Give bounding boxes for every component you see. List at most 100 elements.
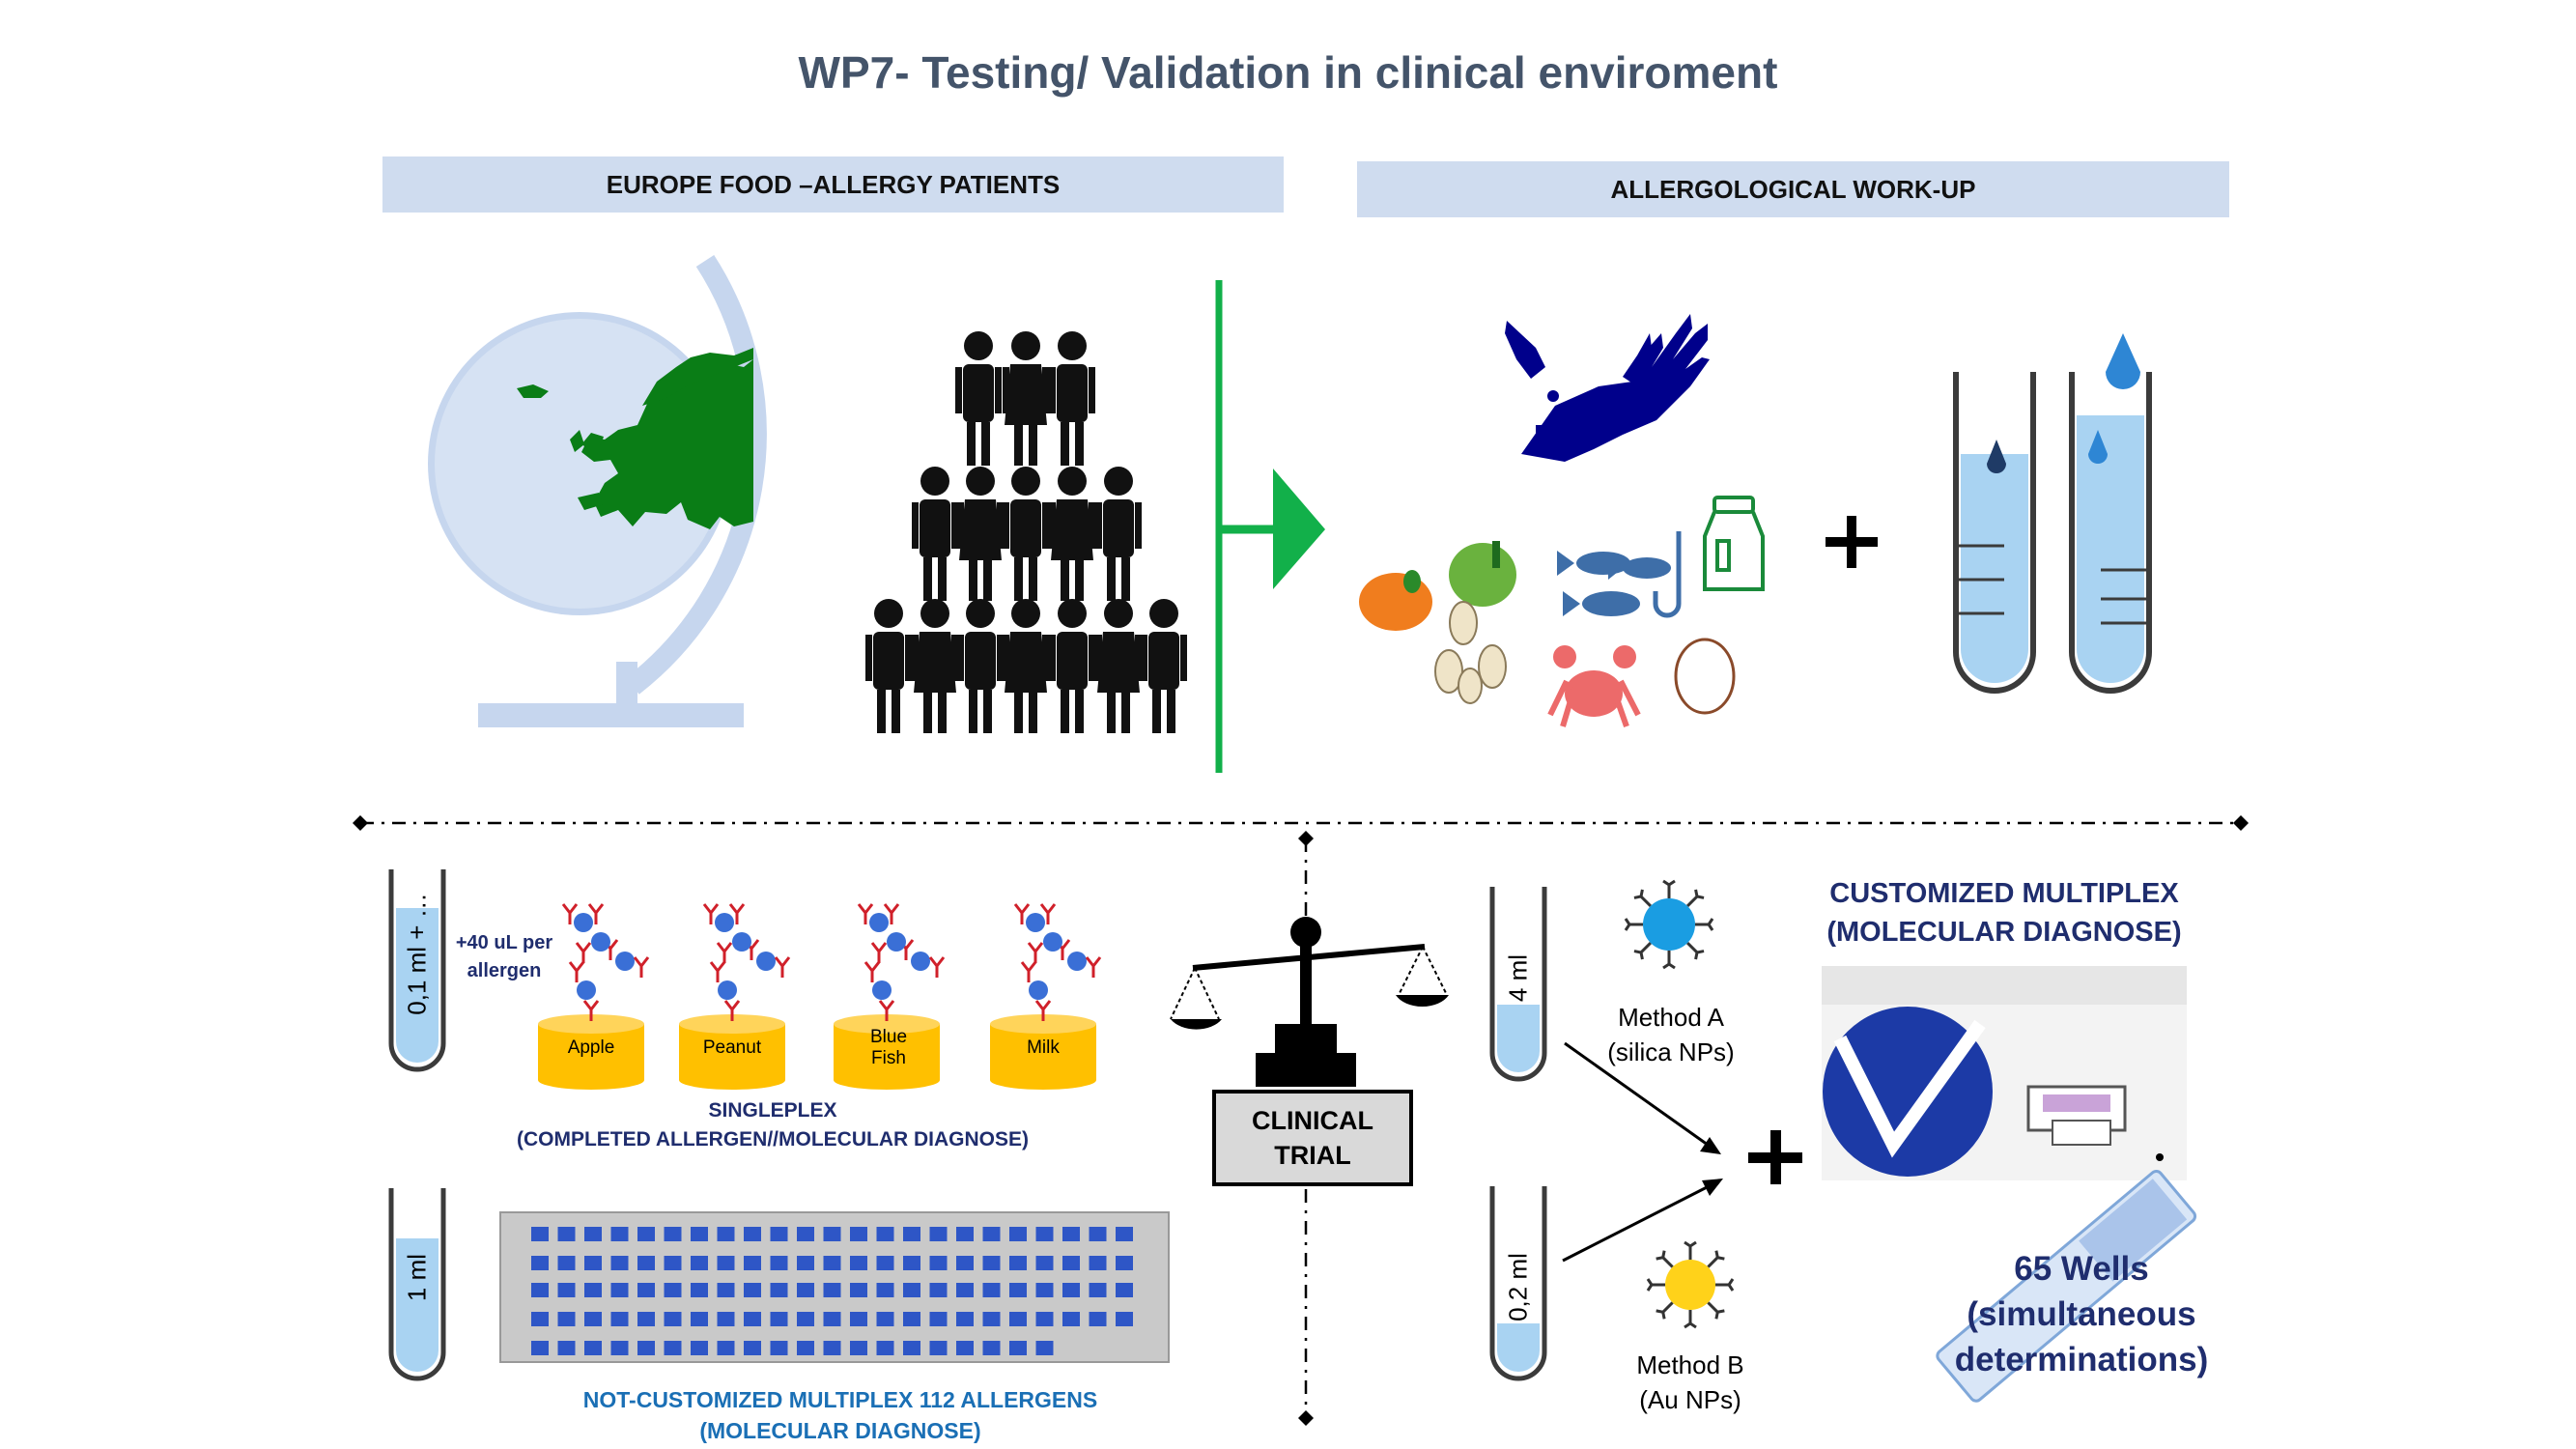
antibody-icon <box>928 956 946 978</box>
person-icon <box>1095 599 1142 733</box>
allergen-molecule-icon <box>872 980 892 1000</box>
array-well <box>610 1341 629 1355</box>
array-well <box>637 1283 655 1297</box>
silica-nanoparticle-icon <box>1624 879 1714 970</box>
antibody-icon <box>561 903 579 924</box>
allergen-disk <box>679 1014 785 1090</box>
antibody-icon <box>1039 903 1057 924</box>
array-well <box>557 1312 576 1326</box>
array-well <box>584 1256 602 1270</box>
array-well <box>797 1227 814 1241</box>
multiplex-array-wells <box>531 1227 1133 1355</box>
array-well <box>1089 1227 1107 1241</box>
fish-icon <box>1557 551 1671 616</box>
array-well <box>929 1227 948 1241</box>
array-well <box>531 1283 549 1297</box>
array-well <box>637 1312 655 1326</box>
array-well <box>610 1312 629 1326</box>
array-well <box>584 1227 602 1241</box>
array-well <box>744 1256 761 1270</box>
allergen-molecule-icon <box>732 932 751 952</box>
customized-multiplex-title: CUSTOMIZED MULTIPLEX (MOLECULAR DIAGNOSE… <box>1806 874 2202 952</box>
array-well <box>797 1312 814 1326</box>
method-b-line1: Method B <box>1636 1350 1744 1379</box>
method-b-label: Method B (Au NPs) <box>1594 1348 1787 1417</box>
array-well <box>744 1341 761 1355</box>
array-well <box>1009 1341 1027 1355</box>
array-well <box>717 1283 735 1297</box>
allergen-molecule-icon <box>577 980 596 1000</box>
array-well <box>1089 1256 1107 1270</box>
skin-prick-hand-icon <box>1505 314 1710 462</box>
plus-icon-bottom <box>1748 1130 1802 1184</box>
array-well <box>823 1227 841 1241</box>
antibody-icon <box>723 1000 741 1021</box>
antibody-icon <box>870 942 888 963</box>
allergen-label-peanut: Peanut <box>702 1037 762 1058</box>
allergen-molecule-icon <box>756 952 776 971</box>
array-well <box>850 1283 867 1297</box>
person-icon <box>1095 467 1142 601</box>
array-well <box>531 1341 549 1355</box>
antibody-icon <box>1013 903 1031 924</box>
egg-icon <box>1674 638 1736 715</box>
plus-icon <box>1826 516 1878 568</box>
array-well <box>610 1227 629 1241</box>
person-icon <box>1049 467 1095 601</box>
array-well <box>929 1341 948 1355</box>
array-well <box>1009 1256 1027 1270</box>
allergen-molecule-icon <box>1026 913 1045 932</box>
array-well <box>637 1227 655 1241</box>
array-well <box>823 1341 841 1355</box>
clinical-trial-line2: TRIAL <box>1274 1141 1351 1170</box>
array-well <box>637 1341 655 1355</box>
array-well <box>1035 1256 1054 1270</box>
array-well <box>823 1256 841 1270</box>
antibody-icon <box>774 956 791 978</box>
wells-caption: 65 Wells (simultaneous determinations) <box>1922 1246 2241 1382</box>
person-icon <box>912 467 958 601</box>
green-arrow-icon <box>1219 469 1325 589</box>
customized-title-line1: CUSTOMIZED MULTIPLEX <box>1829 878 2179 909</box>
array-well <box>1116 1227 1133 1241</box>
banner-europe-patients: EUROPE FOOD –ALLERGY PATIENTS <box>382 156 1284 213</box>
array-well <box>850 1256 867 1270</box>
not-customized-caption-line1: NOT-CUSTOMIZED MULTIPLEX 112 ALLERGENS <box>582 1387 1098 1412</box>
person-icon <box>1049 331 1095 466</box>
array-well <box>770 1256 788 1270</box>
array-well <box>823 1283 841 1297</box>
method-a-line1: Method A <box>1618 1003 1724 1032</box>
antibody-icon <box>863 961 881 982</box>
65-wells-slide-icon <box>1936 1169 2197 1403</box>
array-well <box>1035 1341 1054 1355</box>
array-well <box>1009 1227 1027 1241</box>
customized-multiplex-device-photo <box>1822 966 2187 1180</box>
arrow-method-b <box>1562 1179 1723 1263</box>
array-well <box>797 1256 814 1270</box>
array-well <box>903 1312 920 1326</box>
wells-caption-line2: (simultaneous <box>1967 1295 2196 1333</box>
peanuts-icon <box>1434 601 1507 704</box>
balance-scale-icon <box>1170 917 1449 1087</box>
banner-europe-patients-label: EUROPE FOOD –ALLERGY PATIENTS <box>606 169 1061 199</box>
array-well <box>744 1312 761 1326</box>
array-well <box>610 1283 629 1297</box>
clinical-trial-box: CLINICAL TRIAL <box>1212 1090 1413 1186</box>
europe-map-icon <box>581 359 753 529</box>
wells-caption-line3: determinations) <box>1954 1341 2209 1378</box>
array-well <box>584 1312 602 1326</box>
array-well <box>982 1312 1001 1326</box>
array-well <box>956 1227 974 1241</box>
array-well <box>664 1341 682 1355</box>
array-well <box>531 1312 549 1326</box>
array-well <box>664 1283 682 1297</box>
volume-note-line2: allergen <box>467 960 542 981</box>
array-well <box>1035 1283 1054 1297</box>
not-customized-tube-icon <box>388 1188 446 1381</box>
allergen-label-apple: Apple <box>567 1037 615 1058</box>
array-well <box>664 1256 682 1270</box>
allergen-disk <box>990 1014 1096 1090</box>
singleplex-tube-icon <box>388 869 446 1072</box>
array-well <box>691 1256 708 1270</box>
